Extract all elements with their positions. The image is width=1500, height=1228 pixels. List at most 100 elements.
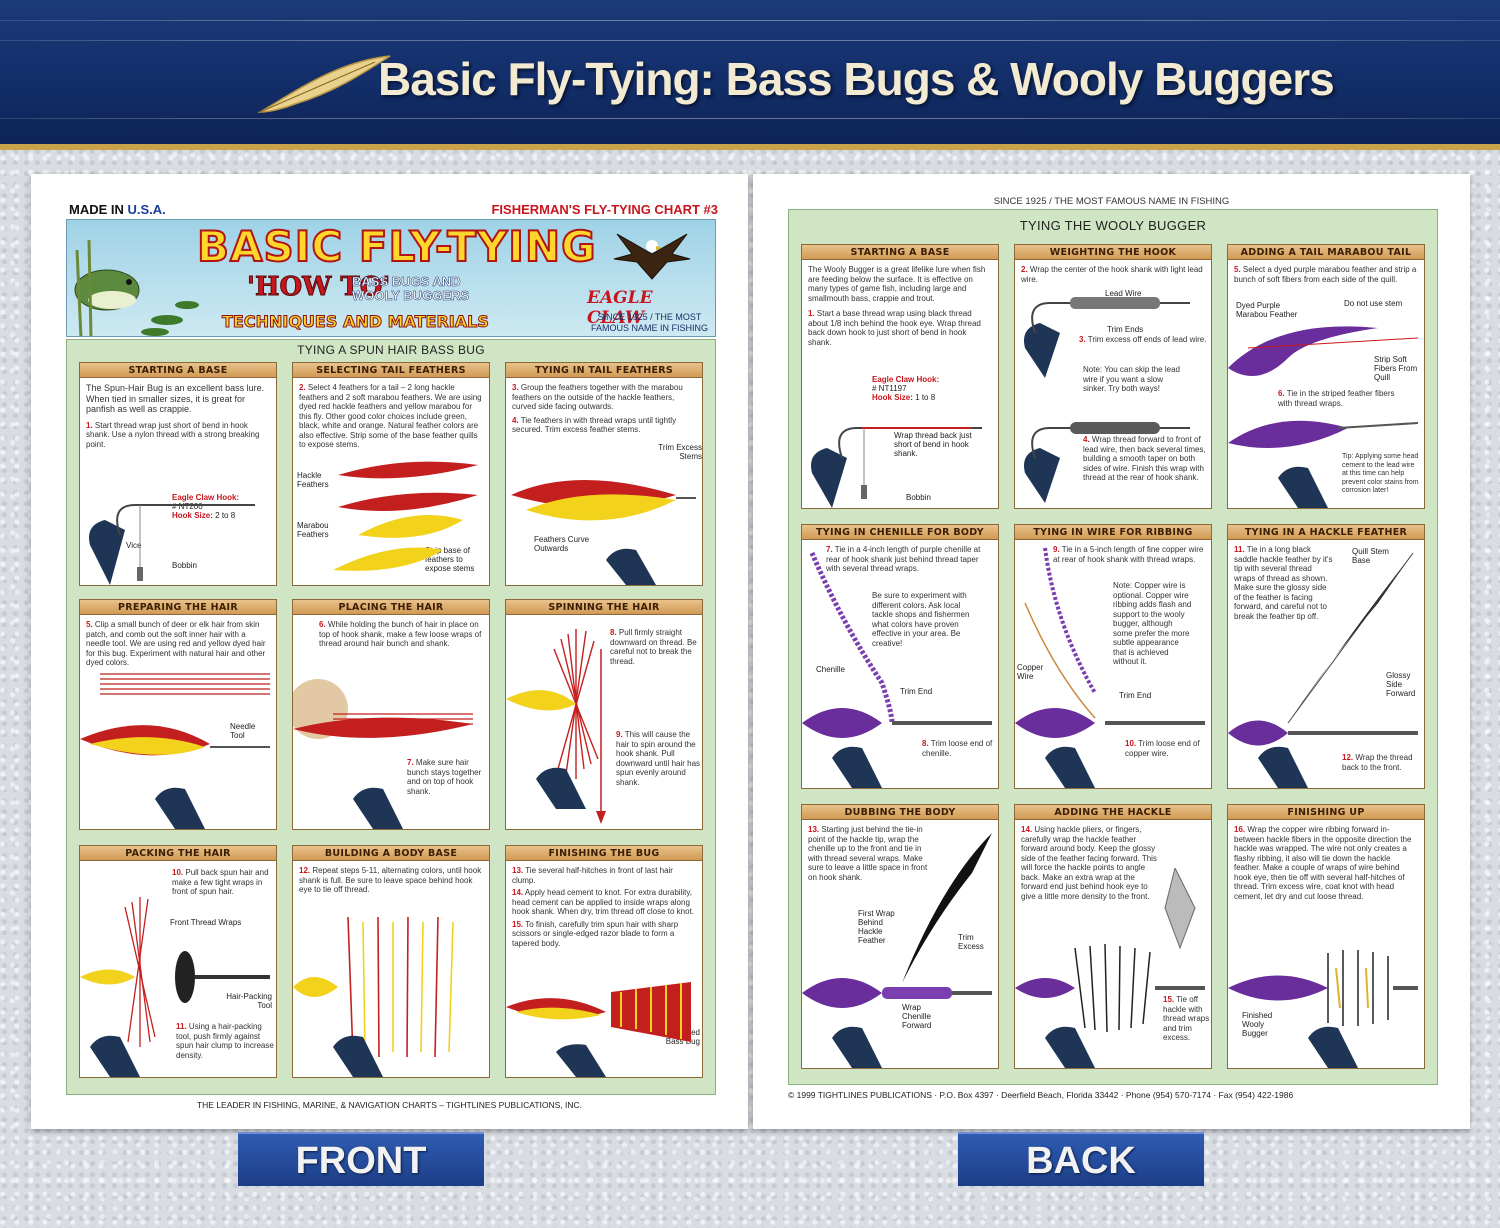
tied-tail-illustration: [511, 480, 696, 585]
step-instruction: 6. While holding the bunch of hair in pl…: [319, 620, 482, 648]
dyed-marabou-label: Dyed Purple Marabou Feather: [1236, 301, 1298, 319]
hackle-wrap-illustration: [1015, 868, 1205, 1068]
step-tying-in-tail-feathers: TYING IN TAIL FEATHERS 3. Group the feat…: [505, 362, 703, 586]
step-preparing-the-hair: PREPARING THE HAIR 5. Clip a small bunch…: [79, 599, 277, 830]
step-instruction: 14. Apply head cement to knot. For extra…: [512, 888, 695, 916]
step-title: WEIGHTING THE HOOK: [1015, 245, 1211, 260]
finished-wooly-bugger-illustration: [1228, 950, 1418, 1068]
bass-fish-icon: [74, 239, 199, 336]
step-intro: The Wooly Bugger is a great lifelike lur…: [808, 265, 986, 303]
tip: Tip: Applying some head cement to the le…: [1342, 453, 1419, 494]
hair-illustration: [80, 673, 270, 829]
step-title: ADDING THE HACKLE: [1015, 805, 1211, 820]
chenille-illustration: [802, 552, 992, 788]
needle-tool-label: Needle Tool: [230, 722, 256, 740]
eagle-claw-logo: EAGLE CLAW: [587, 288, 653, 328]
banner-title: Basic Fly-Tying: Bass Bugs & Wooly Bugge…: [378, 53, 1335, 105]
front-wraps-label: Front Thread Wraps: [170, 918, 242, 927]
front-footer: THE LEADER IN FISHING, MARINE, & NAVIGAT…: [196, 1100, 583, 1110]
hackle-feather-illustration: [1228, 552, 1418, 788]
step-instruction: 5. Select a dyed purple marabou feather …: [1234, 265, 1417, 284]
marabou-tail-illustration: [1228, 326, 1419, 508]
step-selecting-tail-feathers: SELECTING TAIL FEATHERS 2. Select 4 feat…: [292, 362, 490, 586]
lead-wire-illustration: [1024, 297, 1190, 503]
bobbin-label: Bobbin: [906, 493, 931, 502]
hero-title: BASIC FLY-TYING: [196, 221, 597, 272]
front-steps-panel: TYING A SPUN HAIR BASS BUG STARTING A BA…: [66, 339, 716, 1095]
eagle-icon: [613, 233, 691, 280]
hero-header: BASIC FLY-TYING 'HOW TO' BASS BUGS AND W…: [66, 219, 716, 337]
step-dubbing-the-body: DUBBING THE BODY 13. Starting just behin…: [801, 804, 999, 1069]
bobbin-label: Bobbin: [172, 561, 197, 570]
step-instruction: 13. Tie several half-hitches in front of…: [512, 866, 673, 885]
step-title: TYING IN WIRE FOR RIBBING: [1015, 525, 1211, 540]
step-title: STARTING A BASE: [802, 245, 998, 260]
step-finishing-the-bug: FINISHING THE BUG 13. Tie several half-h…: [505, 845, 703, 1078]
step-title: SELECTING TAIL FEATHERS: [293, 363, 489, 378]
wrap-chenille-label: Wrap Chenille Forward: [902, 1003, 932, 1030]
step-title: PACKING THE HAIR: [80, 846, 276, 861]
hook-info: Eagle Claw Hook: # NT200 Hook Size: 2 to…: [172, 493, 240, 520]
step-instruction: 3. Trim excess off ends of lead wire.: [1079, 335, 1207, 344]
step-instruction: 2. Wrap the center of the hook shank wit…: [1021, 265, 1203, 284]
back-steps-panel: TYING THE WOOLY BUGGER STARTING A BASE T…: [788, 209, 1438, 1085]
step-tying-in-chenille: TYING IN CHENILLE FOR BODY 7. Tie in a 4…: [801, 524, 999, 789]
step-packing-the-hair: PACKING THE HAIR 10. Pull back spun hair…: [79, 845, 277, 1078]
marabou-label: Marabou Feathers: [297, 521, 329, 539]
step-starting-a-base: STARTING A BASE The Wooly Bugger is a gr…: [801, 244, 999, 509]
step-instruction: 6. Tie in the striped feather fibers wit…: [1278, 389, 1395, 408]
placing-hair-illustration: [293, 679, 473, 829]
hero-since: SINCE 1925 / THE MOST FAMOUS NAME IN FIS…: [590, 312, 708, 333]
step-title: TYING IN A HACKLE FEATHER: [1228, 525, 1424, 540]
vise-label: Vice: [126, 541, 142, 550]
step-title: TYING IN CHENILLE FOR BODY: [802, 525, 998, 540]
step-instruction: 9. Tie in a 5-inch length of fine copper…: [1053, 545, 1204, 564]
step-instruction: 8. Pull firmly straight downward on thre…: [610, 628, 697, 666]
step-building-a-body-base: BUILDING A BODY BASE 12. Repeat steps 5-…: [292, 845, 490, 1078]
hackle-label: Hackle Feathers: [297, 471, 329, 489]
trim-excess-label: Trim Excess: [958, 933, 984, 951]
step-instruction: 11. Tie in a long black saddle hackle fe…: [1234, 545, 1333, 621]
step-intro: The Spun-Hair Bug is an excellent bass l…: [86, 383, 265, 414]
step-instruction: 10. Trim loose end of copper wire.: [1125, 739, 1200, 758]
step-adding-a-tail: ADDING A TAIL MARABOU TAIL 5. Select a d…: [1227, 244, 1425, 509]
step-instruction: 15. Tie off hackle with thread wraps and…: [1163, 995, 1210, 1042]
step-instruction: 5. Clip a small bunch of deer or elk hai…: [86, 620, 266, 667]
trim-end-label: Trim End: [1119, 691, 1152, 700]
step-title: SPINNING THE HAIR: [506, 600, 702, 615]
trim-label: Trim Excess Stems: [658, 443, 702, 461]
step-spinning-the-hair: SPINNING THE HAIR 8. Pull firmly straigh…: [505, 599, 703, 830]
step-title: PREPARING THE HAIR: [80, 600, 276, 615]
step-title: STARTING A BASE: [80, 363, 276, 378]
note: Note: You can skip the lead wire if you …: [1083, 365, 1180, 393]
finished-label: Finished Wooly Bugger: [1242, 1011, 1273, 1038]
made-in-label: MADE IN U.S.A.: [69, 202, 166, 217]
trim-ends-label: Trim Ends: [1107, 325, 1144, 334]
step-adding-the-hackle: ADDING THE HACKLE 14. Using hackle plier…: [1014, 804, 1212, 1069]
step-instruction: 13. Starting just behind the tie-in poin…: [808, 825, 928, 882]
front-tab-label: FRONT: [238, 1132, 484, 1186]
body-base-illustration: [293, 916, 454, 1077]
step-instruction: 8. Trim loose end of chenille.: [922, 739, 993, 758]
section-title: TYING A SPUN HAIR BASS BUG: [297, 343, 485, 357]
hero-subtitle: BASS BUGS AND WOOLY BUGGERS: [352, 274, 470, 303]
step-starting-a-base: STARTING A BASE The Spun-Hair Bug is an …: [79, 362, 277, 586]
step-instruction: 7. Tie in a 4-inch length of purple chen…: [826, 545, 981, 573]
step-instruction: 1. Start thread wrap just short of bend …: [86, 420, 260, 449]
banner-wave: [0, 40, 1500, 42]
step-instruction: 4. Tie feathers in with thread wraps unt…: [512, 415, 677, 435]
hero-how-to: 'HOW TO': [246, 272, 391, 303]
step-instruction: 11. Using a hair-packing tool, push firm…: [176, 1022, 274, 1060]
back-footer: © 1999 TIGHTLINES PUBLICATIONS · P.O. Bo…: [788, 1090, 1294, 1100]
step-instruction: 14. Using hackle pliers, or fingers, car…: [1021, 825, 1157, 901]
do-not-use-stem-label: Do not use stem: [1344, 299, 1403, 308]
hook-vise-illustration: [811, 427, 982, 508]
first-wrap-label: First Wrap Behind Hackle Feather: [858, 909, 895, 945]
header-banner: Basic Fly-Tying: Bass Bugs & Wooly Bugge…: [0, 0, 1500, 150]
glossy-side-label: Glossy Side Forward: [1386, 671, 1416, 698]
strip-label: Strip base of feathers to expose stems: [425, 546, 475, 573]
chenille-label: Chenille: [816, 665, 845, 674]
step-instruction: 16. Wrap the copper wire ribbing forward…: [1234, 825, 1412, 901]
chart-number-label: FISHERMAN'S FLY-TYING CHART #3: [491, 202, 718, 217]
finished-bug-illustration: [506, 982, 691, 1077]
